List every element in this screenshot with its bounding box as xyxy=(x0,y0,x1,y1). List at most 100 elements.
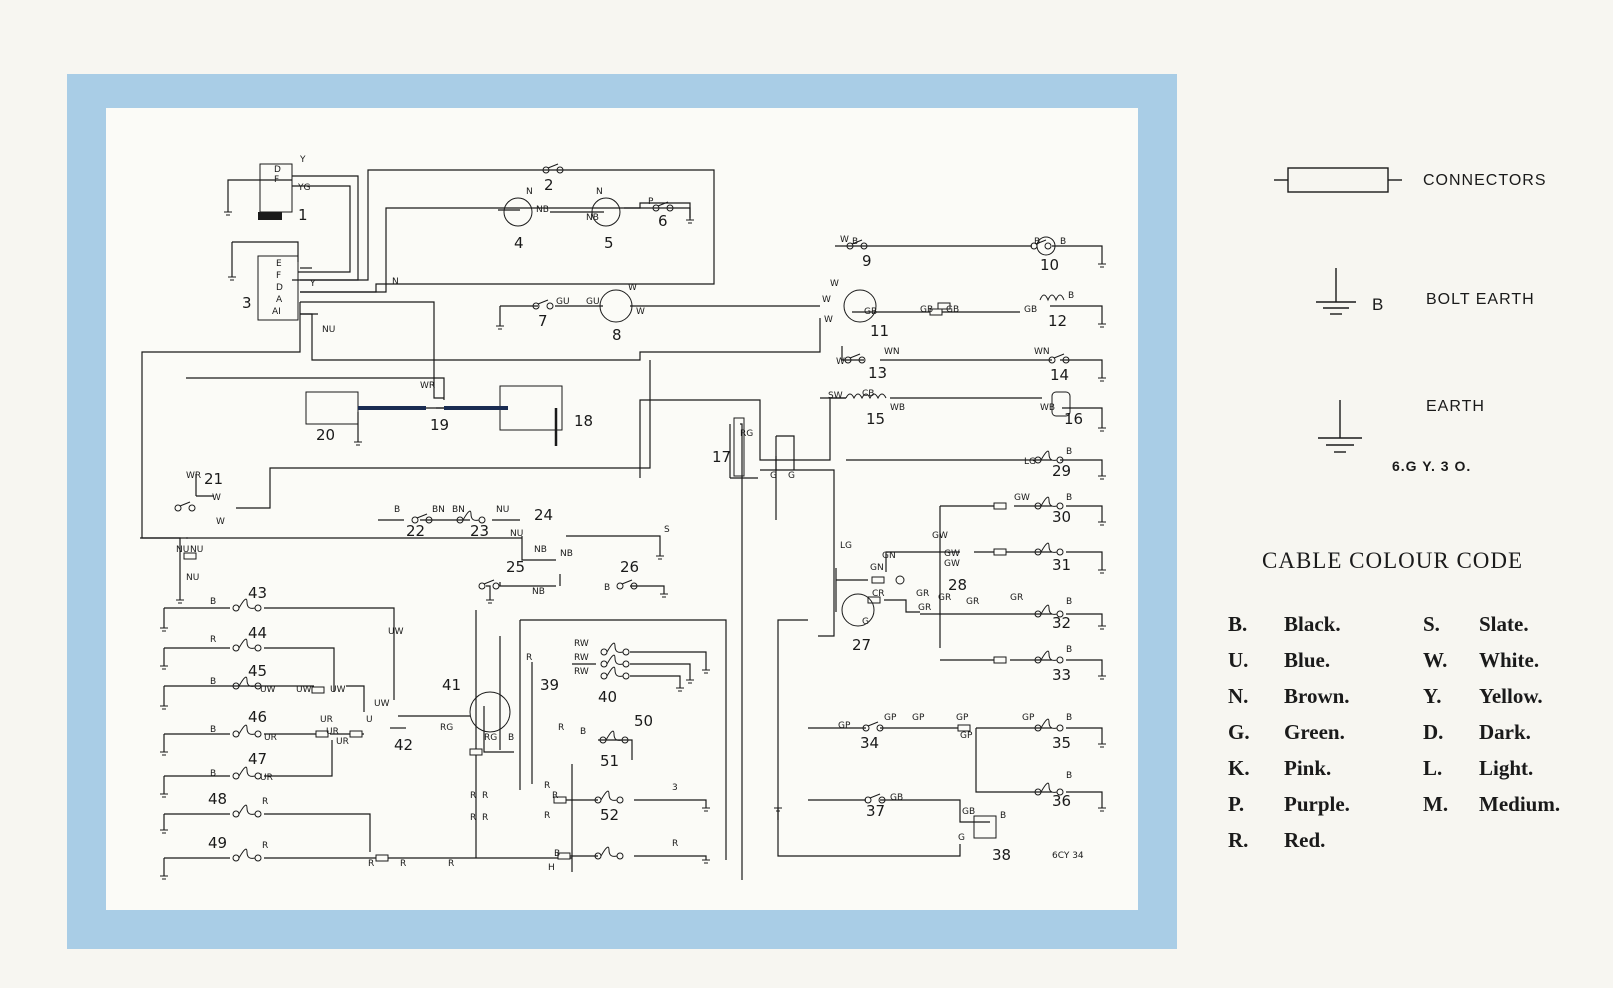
terminal-label-96: UW xyxy=(374,699,390,709)
switch-contact-5a xyxy=(652,204,660,212)
wire-99 xyxy=(598,739,633,760)
connector-5 xyxy=(929,308,943,316)
wire-88 xyxy=(880,799,990,823)
lamp-filament-7 xyxy=(462,510,480,521)
lamp-contact-10b xyxy=(1056,548,1064,556)
switch-arm-8 xyxy=(621,579,633,585)
lamp-filament-16 xyxy=(606,642,624,653)
terminal-label-100: UR xyxy=(264,733,277,743)
colour-code-right-row-5: M.Medium. xyxy=(1423,792,1560,817)
terminal-label-6: AI xyxy=(272,307,281,317)
terminal-label-11: NU xyxy=(322,325,335,335)
terminal-label-0: D xyxy=(274,165,281,175)
component-number-22: 22 xyxy=(406,522,425,540)
code-key: D. xyxy=(1423,720,1444,744)
legend-symbols xyxy=(1274,167,1402,453)
wire-28 xyxy=(841,346,864,361)
terminal-label-129: B xyxy=(580,727,586,737)
terminal-label-7: Y xyxy=(299,155,306,165)
terminal-label-51: WN xyxy=(1034,347,1050,357)
fuse-box-17 xyxy=(733,417,745,477)
lamp-filament-11 xyxy=(1040,604,1058,615)
box-18 xyxy=(499,385,563,431)
switch-contact-8a xyxy=(616,582,624,590)
component-number-1: 1 xyxy=(298,206,308,224)
wire-95 xyxy=(630,651,707,670)
component-number-44: 44 xyxy=(248,624,267,642)
connector-1 xyxy=(349,730,363,738)
terminal-label-34: GU xyxy=(586,297,600,307)
connector-15 xyxy=(557,852,571,860)
terminal-label-9: Y xyxy=(309,279,316,289)
terminal-label-124: R xyxy=(482,813,488,823)
terminal-label-106: RG xyxy=(440,723,453,733)
terminal-label-65: GW xyxy=(944,559,960,569)
wire-50 xyxy=(521,536,556,561)
unit-circle-1 xyxy=(591,197,621,227)
wire-74 xyxy=(1066,613,1103,626)
wire-10 xyxy=(300,301,444,399)
component-number-19: 19 xyxy=(430,416,449,434)
component-number-9: 9 xyxy=(862,252,872,270)
lamp-contact-1b xyxy=(254,644,262,652)
wire-132 xyxy=(483,706,514,753)
cable-colour-code-title: CABLE COLOUR CODE xyxy=(1262,548,1524,573)
terminal-label-2: E xyxy=(276,259,282,269)
unit-circle-5 xyxy=(841,593,875,627)
wire-72 xyxy=(1066,551,1103,570)
wire-104 xyxy=(634,855,707,860)
terminal-label-123: R xyxy=(470,813,476,823)
lamp-filament-20 xyxy=(605,730,623,741)
lamp-contact-1a xyxy=(232,644,240,652)
wire-5 xyxy=(232,241,299,262)
terminal-label-43: GB xyxy=(1024,305,1037,315)
terminal-label-54: WB xyxy=(890,403,905,413)
terminal-label-30: NB xyxy=(536,205,549,215)
wire-3 xyxy=(292,185,351,273)
lamp-contact-16a xyxy=(600,648,608,656)
lamp-contact-4a xyxy=(232,772,240,780)
wire-33 xyxy=(1062,407,1103,428)
component-number-29: 29 xyxy=(1052,462,1071,480)
terminal-label-56: RG xyxy=(740,429,753,439)
switch-contact-5b xyxy=(666,204,674,212)
terminal-label-1: F xyxy=(274,175,279,185)
component-number-38: 38 xyxy=(992,846,1011,864)
code-value: Purple. xyxy=(1284,792,1350,816)
terminal-label-111: B xyxy=(210,725,216,735)
terminal-label-115: R xyxy=(210,635,216,645)
terminal-label-63: GW xyxy=(944,549,960,559)
terminal-label-69: CR xyxy=(872,589,885,599)
terminal-label-36: W xyxy=(636,307,645,317)
code-key: P. xyxy=(1228,792,1245,816)
regulator-3 xyxy=(257,255,299,321)
switch-contact-2b xyxy=(858,356,866,364)
lamp-filament-19 xyxy=(600,846,618,857)
terminal-label-28: N xyxy=(526,187,533,197)
colour-code-right-row-3: D. Dark. xyxy=(1423,720,1531,745)
terminal-label-16: W xyxy=(216,517,225,527)
terminal-label-86: GB xyxy=(890,793,903,803)
wire-120 xyxy=(264,740,333,777)
colour-code-left-row-0: B.Black. xyxy=(1228,612,1341,637)
component-number-30: 30 xyxy=(1052,508,1071,526)
component-number-16: 16 xyxy=(1064,410,1083,428)
code-value: Dark. xyxy=(1479,720,1531,744)
wires xyxy=(140,169,1103,880)
wire-77 xyxy=(1066,659,1103,676)
lamp-filament-5 xyxy=(238,804,256,815)
horn-16 xyxy=(1051,391,1071,417)
lamp-filament-10 xyxy=(1040,542,1058,553)
terminal-label-61: B xyxy=(1066,447,1072,457)
wire-24 xyxy=(1052,245,1103,264)
terminal-label-12: NU xyxy=(176,545,189,555)
colour-code-left-row-6: R.Red. xyxy=(1228,828,1325,853)
terminal-label-110: B xyxy=(210,677,216,687)
code-key: Y. xyxy=(1423,684,1442,708)
component-number-20: 20 xyxy=(316,426,335,444)
code-value: Red. xyxy=(1284,828,1326,852)
terminal-label-99: UW xyxy=(330,685,346,695)
terminal-label-66: GW xyxy=(1014,493,1030,503)
terminal-label-85: B xyxy=(1066,771,1072,781)
